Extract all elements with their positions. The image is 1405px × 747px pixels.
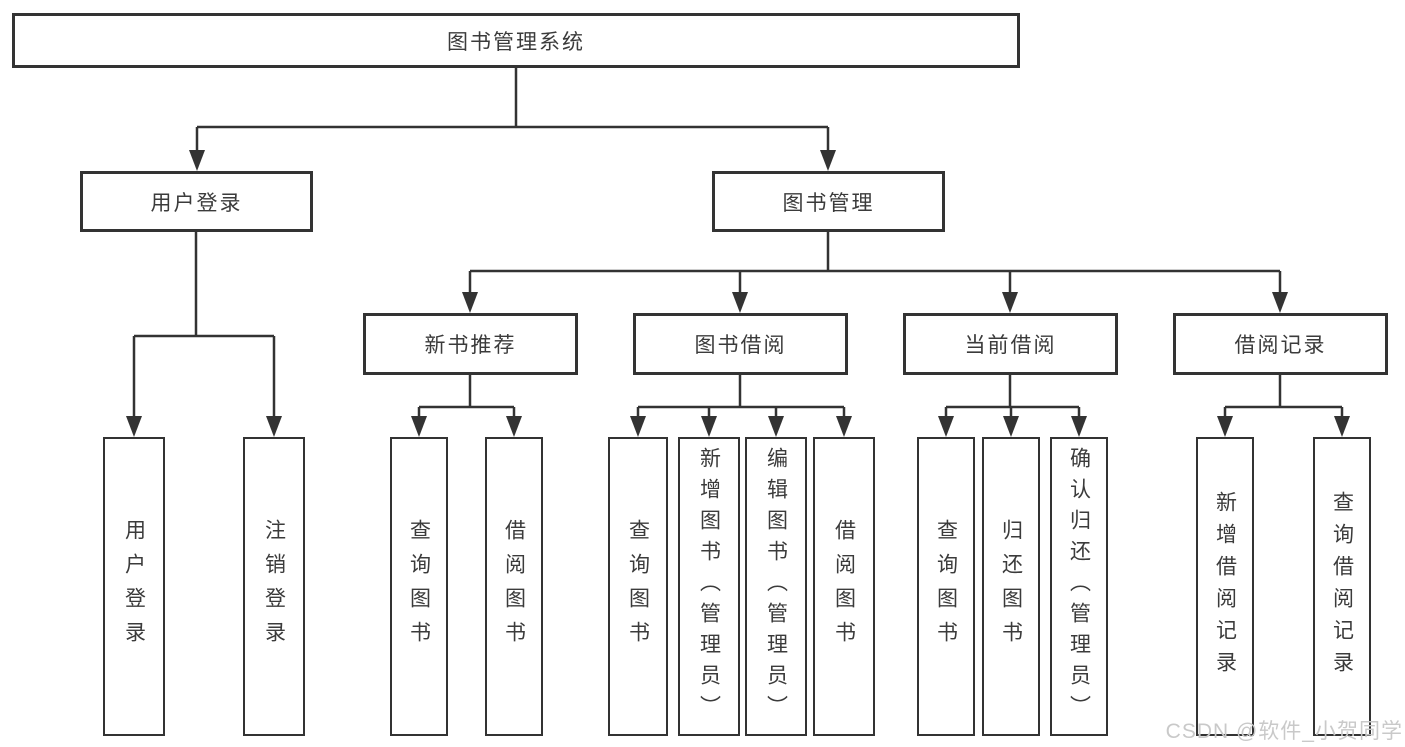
leaf-edit-book-admin: 编辑图书（管理员） [745, 437, 807, 736]
node-book-borrowing: 图书借阅 [633, 313, 848, 375]
node-current-borrowing: 当前借阅 [903, 313, 1118, 375]
node-new-book-recommendation: 新书推荐 [363, 313, 578, 375]
leaf-query-books-3: 查询图书 [917, 437, 975, 736]
node-library-management-system: 图书管理系统 [12, 13, 1020, 68]
leaf-query-books-2: 查询图书 [608, 437, 668, 736]
node-user-login-branch: 用户登录 [80, 171, 313, 232]
leaf-add-borrow-record: 新增借阅记录 [1196, 437, 1254, 736]
leaf-return-books: 归还图书 [982, 437, 1040, 736]
leaf-add-book-admin: 新增图书（管理员） [678, 437, 740, 736]
leaf-logout: 注销登录 [243, 437, 305, 736]
arrowhead-icons [126, 150, 1350, 437]
leaf-user-login: 用户登录 [103, 437, 165, 736]
leaf-borrow-books-2: 借阅图书 [813, 437, 875, 736]
leaf-confirm-return-admin: 确认归还（管理员） [1050, 437, 1108, 736]
leaf-borrow-books-1: 借阅图书 [485, 437, 543, 736]
node-borrowing-records: 借阅记录 [1173, 313, 1388, 375]
node-book-management-branch: 图书管理 [712, 171, 945, 232]
leaf-query-borrow-record: 查询借阅记录 [1313, 437, 1371, 736]
leaf-query-books-1: 查询图书 [390, 437, 448, 736]
csdn-watermark: CSDN @软件_小贺同学 [1165, 720, 1403, 743]
